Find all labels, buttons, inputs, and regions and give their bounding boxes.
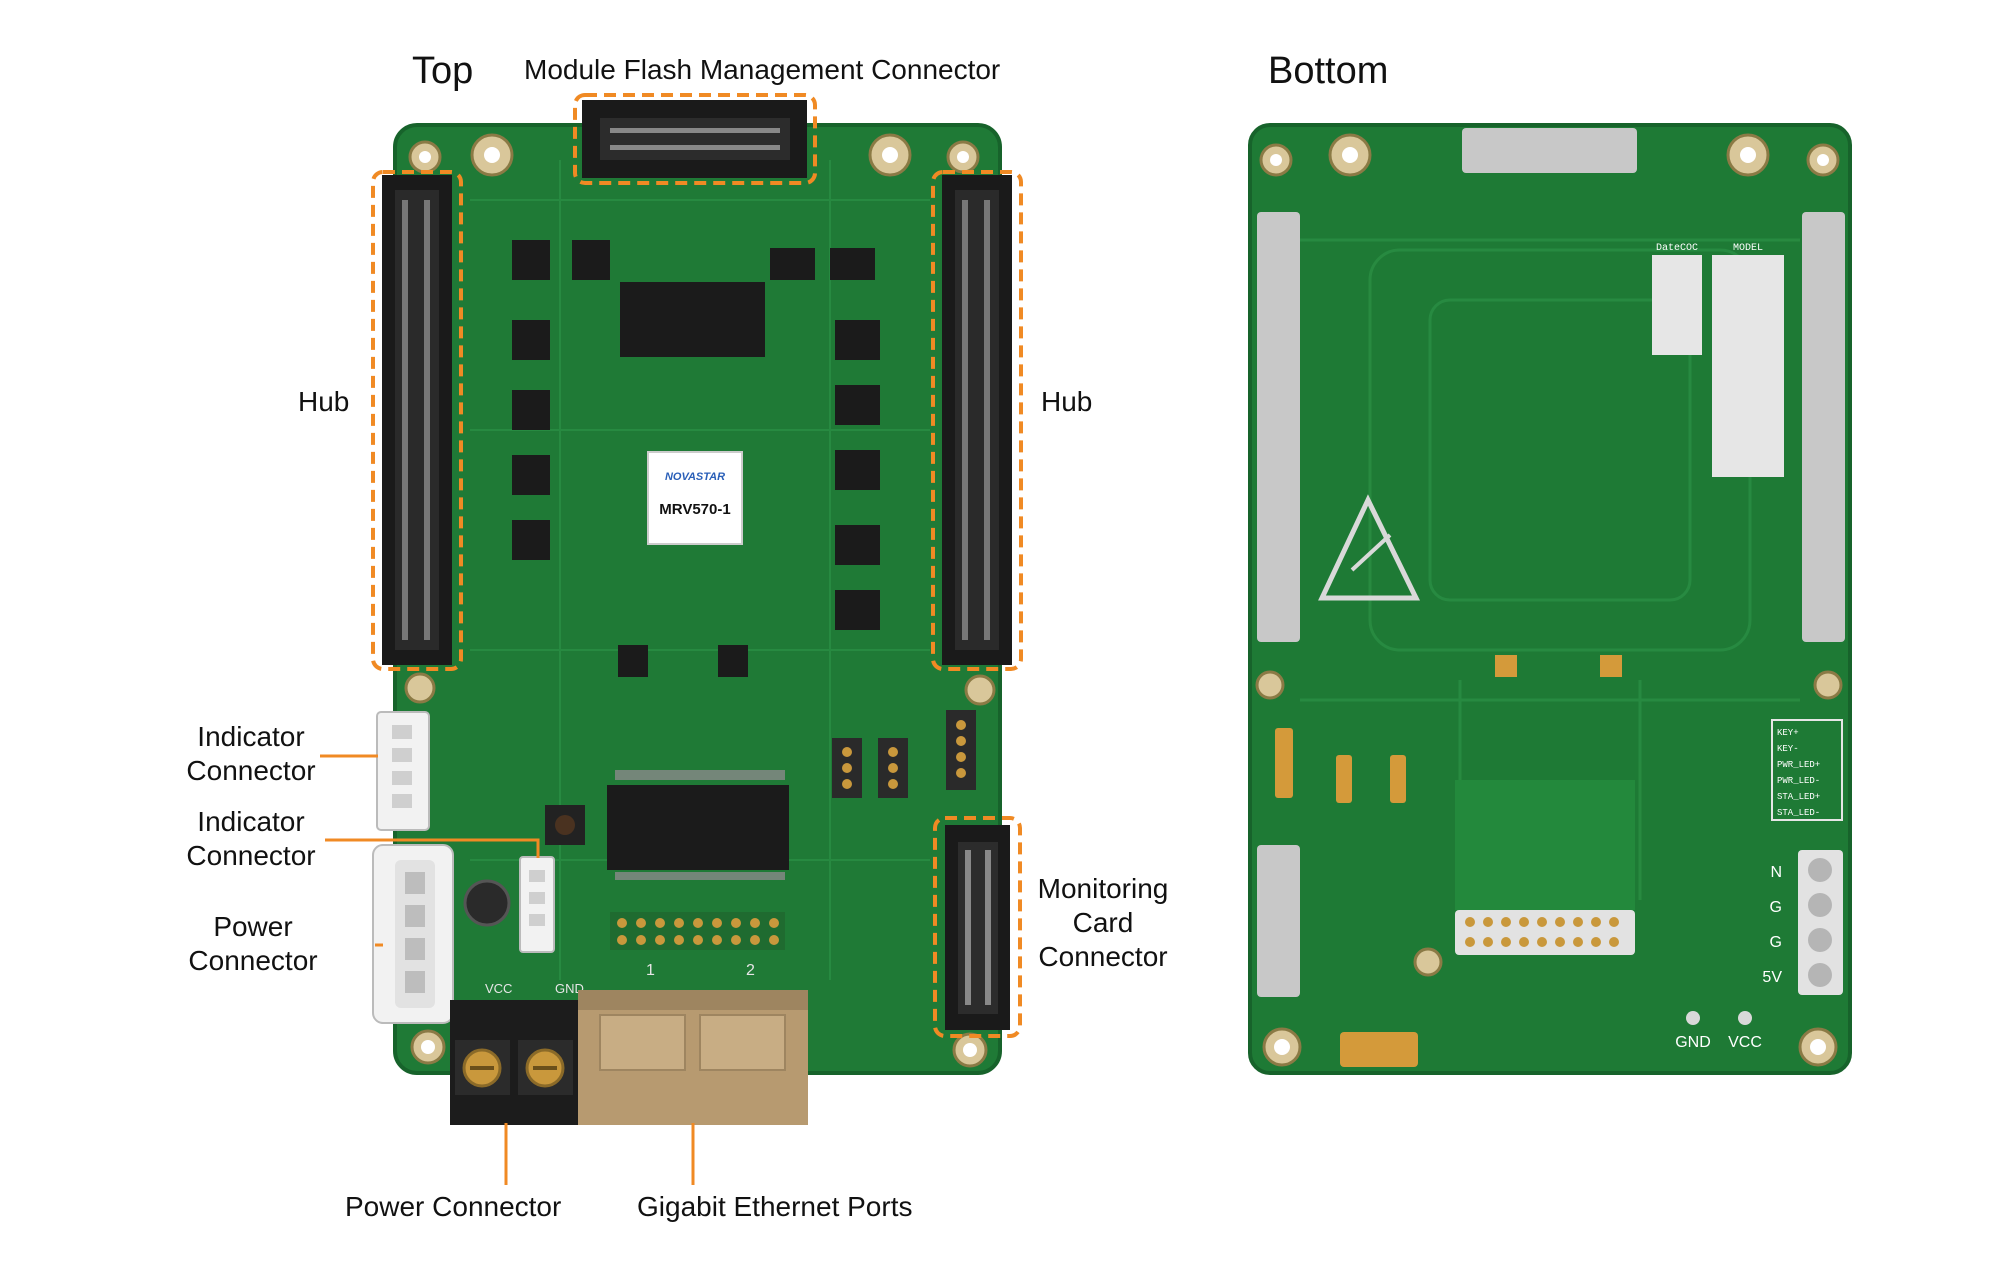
indicator-pin-labels: KEY+ KEY- PWR_LED+ PWR_LED- STA_LED+ STA…: [1771, 719, 1843, 821]
module-flash-connector: [573, 93, 817, 185]
hub-connector-right: [931, 170, 1023, 671]
header-pads-right: [1802, 212, 1845, 642]
bottom-gnd-label: GND: [1675, 1034, 1711, 1051]
label-power-connector-side: Power Connector: [178, 910, 328, 978]
silk-model: MODEL: [1733, 243, 1763, 254]
ic-chips: [512, 240, 880, 870]
date-sticker: [1652, 255, 1702, 355]
header-pads-left: [1257, 212, 1300, 997]
bottom-board: DateCOC MODEL KEY+ KEY- PWR_LED+ PWR: [1248, 123, 1852, 1075]
pin-label-1: KEY+: [1777, 728, 1799, 738]
power-terminal-pads: N G G 5V: [1762, 850, 1843, 995]
pin-label-5: STA_LED+: [1777, 792, 1820, 802]
silk-date: DateCOC: [1656, 243, 1698, 254]
pin-label-3: PWR_LED+: [1777, 760, 1820, 770]
pin-label-4: PWR_LED-: [1777, 776, 1820, 786]
shield-area: [1455, 780, 1635, 910]
label-hub-right: Hub: [1041, 386, 1093, 417]
monitoring-card-connector: [933, 816, 1022, 1038]
indicator-connector-1: [376, 711, 430, 831]
label-monitoring-line3: Connector: [1038, 941, 1168, 972]
bottom-title: Bottom: [1268, 50, 1389, 92]
label-hub-left: Hub: [298, 386, 350, 417]
esd-warning-symbol: [1318, 494, 1421, 601]
silk-vcc: VCC: [485, 981, 512, 996]
silk-gnd: GND: [555, 981, 584, 996]
bottom-pad-row: [1455, 910, 1635, 955]
hub-connector-left: [371, 170, 463, 671]
small-pads: [1275, 728, 1406, 803]
label-indicator-connector-2-line2: Connector: [186, 840, 316, 871]
chip-model: MRV570-1: [659, 501, 730, 518]
side-label-g1: G: [1770, 899, 1782, 916]
silk-port1: 1: [646, 962, 655, 979]
label-power-connector-side-line2: Connector: [188, 945, 318, 976]
model-sticker: [1712, 255, 1784, 477]
label-gigabit-ethernet-ports: Gigabit Ethernet Ports: [637, 1191, 913, 1222]
indicator-connector-2: [519, 856, 555, 953]
side-label-g2: G: [1770, 934, 1782, 951]
power-terminal-block: [450, 1000, 580, 1125]
top-pad-row: [1462, 128, 1637, 173]
power-connector-side: [372, 844, 454, 1024]
top-board: NOVASTAR MRV570-1: [320, 93, 1023, 1185]
label-module-flash-connector: Module Flash Management Connector: [524, 54, 1001, 85]
label-indicator-connector-2: Indicator Connector: [176, 805, 326, 873]
ethernet-jack: [578, 990, 808, 1125]
side-label-5v: 5V: [1762, 969, 1782, 986]
label-indicator-connector-2-line1: Indicator: [197, 806, 305, 837]
callout-lines: [320, 754, 695, 1185]
label-indicator-connector-1-line1: Indicator: [197, 721, 305, 752]
label-monitoring-line2: Card: [1072, 907, 1134, 938]
label-indicator-connector-1: Indicator Connector: [176, 720, 326, 788]
capacitor: [463, 879, 511, 927]
chip-brand: NOVASTAR: [665, 471, 725, 483]
label-monitoring-line1: Monitoring: [1037, 873, 1169, 904]
side-label-n: N: [1770, 864, 1782, 881]
top-title: Top: [412, 50, 474, 92]
bottom-vcc-label: VCC: [1728, 1034, 1762, 1051]
label-monitoring-card-connector: Monitoring Card Connector: [1028, 872, 1178, 974]
label-indicator-connector-1-line2: Connector: [186, 755, 316, 786]
pin-header-row: [610, 912, 785, 950]
label-power-connector-side-line1: Power: [213, 911, 293, 942]
silk-port2: 2: [746, 962, 755, 979]
pin-label-6: STA_LED-: [1777, 808, 1820, 818]
label-power-connector-bottom: Power Connector: [345, 1191, 562, 1222]
main-chip: NOVASTAR MRV570-1: [647, 451, 743, 545]
pin-label-2: KEY-: [1777, 744, 1799, 754]
